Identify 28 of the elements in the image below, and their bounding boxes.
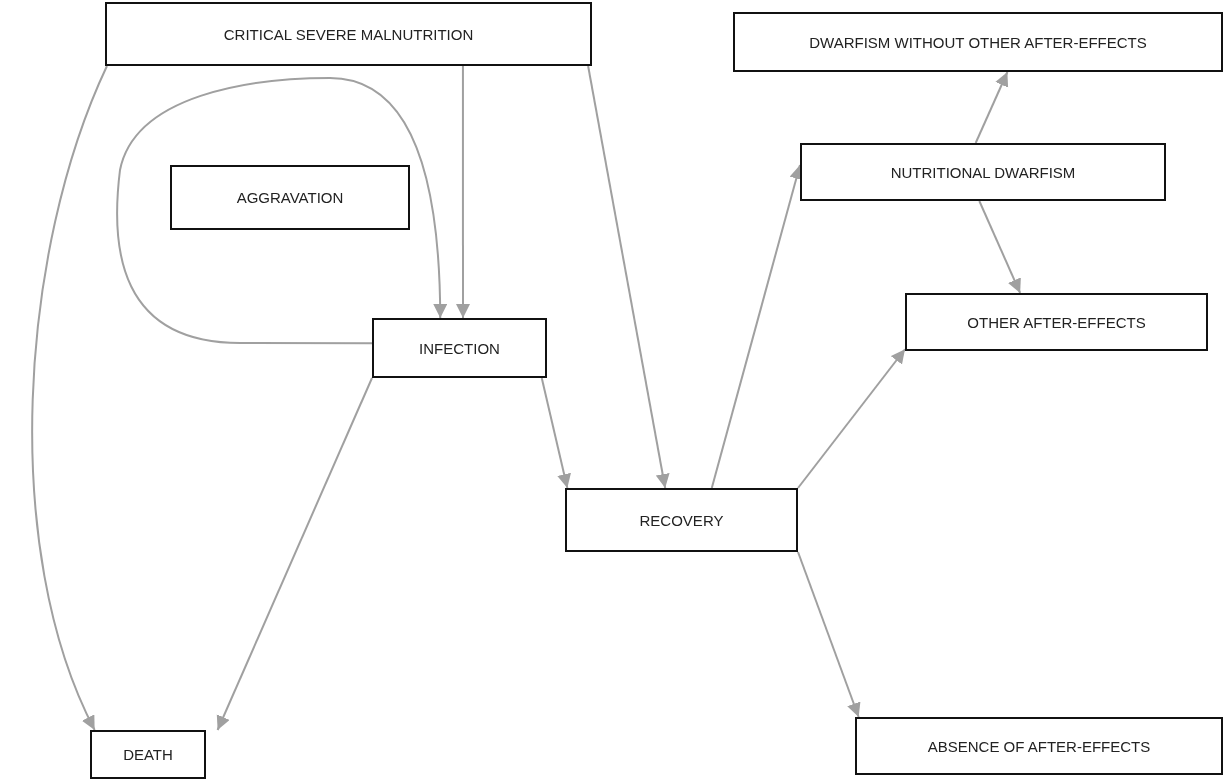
arrow [540, 377, 571, 489]
arrow [31, 65, 108, 731]
box-label: ABSENCE OF AFTER-EFFECTS [927, 737, 1151, 755]
box-label: CRITICAL SEVERE MALNUTRITION [223, 25, 474, 43]
arrow [587, 65, 670, 489]
box-label: INFECTION [419, 339, 500, 357]
arrow [974, 71, 1009, 144]
arrow [216, 377, 373, 731]
process-box [170, 165, 410, 230]
process-box [905, 293, 1208, 351]
process-box [565, 488, 798, 552]
arrow [978, 200, 1022, 294]
arrow [797, 551, 861, 718]
process-box [800, 143, 1166, 201]
process-box [855, 717, 1223, 775]
arrow [116, 77, 447, 345]
box-label: NUTRITIONAL DWARFISM [890, 163, 1076, 181]
box-label: DEATH [123, 746, 173, 763]
process-box [733, 12, 1223, 72]
process-box [372, 318, 547, 378]
process-box [105, 2, 592, 66]
process-box [90, 730, 206, 779]
arrow [456, 65, 470, 319]
arrow [797, 348, 906, 489]
box-label: AGGRAVATION [236, 189, 344, 206]
box-label: RECOVERY [639, 511, 724, 529]
box-label: OTHER AFTER-EFFECTS [967, 313, 1146, 331]
box-label: DWARFISM WITHOUT OTHER AFTER-EFFECTS [809, 33, 1147, 51]
